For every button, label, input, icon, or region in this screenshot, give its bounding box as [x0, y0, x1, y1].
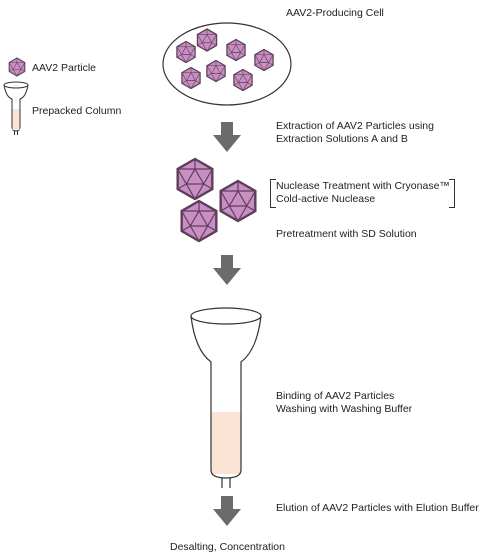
- extraction-label-line1: Extraction of AAV2 Particles using: [276, 120, 434, 132]
- cell-particle: [206, 59, 226, 83]
- cell-particle: [226, 38, 246, 62]
- cell-particle: [181, 66, 201, 90]
- binding-label-line2: Washing with Washing Buffer: [276, 403, 413, 415]
- cell-particle: [176, 40, 196, 64]
- cell-label: AAV2-Producing Cell: [286, 7, 384, 19]
- cell-particle: [233, 68, 253, 92]
- pretreatment-label: Pretreatment with SD Solution: [276, 228, 417, 240]
- nuclease-bracket-left: [270, 179, 276, 208]
- cell-particle: [254, 48, 274, 72]
- cell-particle: [196, 28, 218, 52]
- down-arrow-1: [213, 122, 241, 152]
- down-arrow-2: [213, 255, 241, 285]
- extracted-particle: [180, 199, 218, 243]
- legend-particle-label: AAV2 Particle: [32, 62, 96, 74]
- extracted-particle: [176, 157, 214, 201]
- extracted-particles: [176, 157, 257, 243]
- binding-label-line1: Binding of AAV2 Particles: [276, 390, 395, 402]
- nuclease-label-line1: Nuclease Treatment with Cryonase™: [276, 180, 450, 192]
- down-arrow-3: [213, 496, 241, 526]
- legend-particle-icon: [8, 57, 26, 77]
- elution-label: Elution of AAV2 Particles with Elution B…: [276, 502, 479, 514]
- final-step-label: Desalting, Concentration: [170, 541, 285, 553]
- nuclease-bracket-right: [449, 179, 455, 208]
- prepacked-column: [190, 307, 262, 488]
- aav2-producing-cell: [162, 22, 292, 106]
- extracted-particle: [219, 179, 257, 223]
- legend-column-icon: [3, 81, 29, 135]
- legend-column-label: Prepacked Column: [32, 105, 122, 117]
- extraction-label-line2: Extraction Solutions A and B: [276, 133, 408, 145]
- nuclease-label-line2: Cold-active Nuclease: [276, 193, 376, 205]
